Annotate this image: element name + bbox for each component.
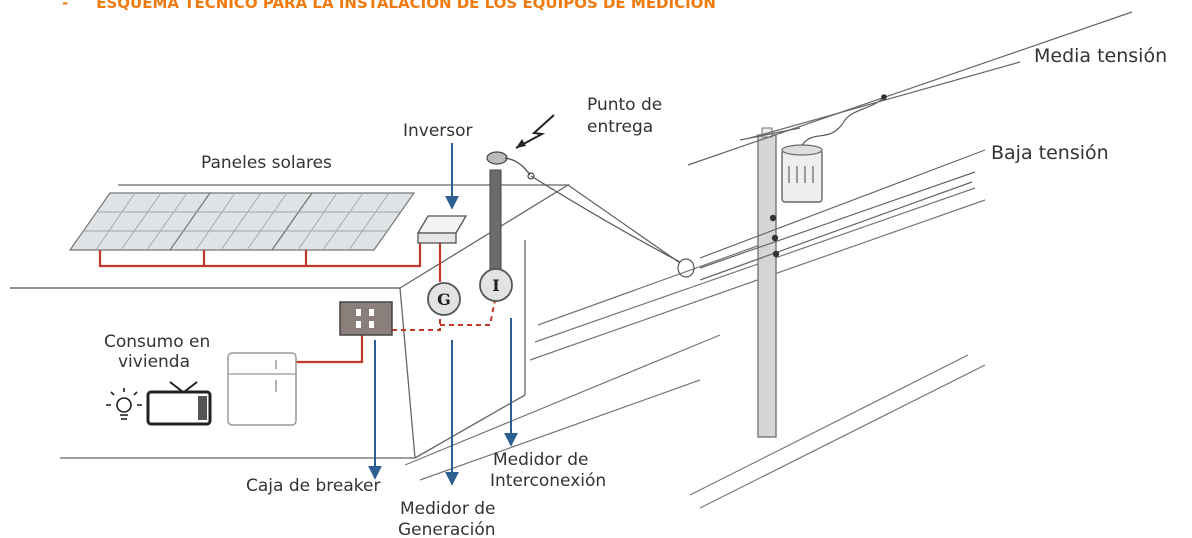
heading-bullet: - bbox=[62, 0, 69, 12]
inverter-box bbox=[416, 215, 468, 244]
solar-panels bbox=[68, 192, 416, 251]
interconnection-meter: I bbox=[479, 268, 513, 302]
label-inversor: Inversor bbox=[403, 121, 473, 141]
label-baja-tension: Baja tensión bbox=[991, 142, 1109, 164]
heading-title: ESQUEMA TÉCNICO PARA LA INSTALACIÓN DE L… bbox=[96, 0, 716, 12]
transformer bbox=[781, 96, 886, 203]
house bbox=[10, 184, 681, 459]
label-medidor-generacion-line1: Medidor de bbox=[400, 499, 495, 519]
breaker-box bbox=[339, 301, 393, 336]
solar-panel bbox=[168, 192, 314, 251]
label-punto-entrega-line2: entrega bbox=[587, 117, 653, 137]
generation-meter: G bbox=[427, 282, 461, 316]
page-heading: - ESQUEMA TÉCNICO PARA LA INSTALACIÓN DE … bbox=[62, 0, 716, 12]
callout-arrows bbox=[368, 143, 518, 486]
label-medidor-generacion-line2: Generación bbox=[398, 520, 496, 538]
label-caja-breaker: Caja de breaker bbox=[246, 476, 380, 496]
meter-wiring-dashed bbox=[392, 299, 496, 331]
label-media-tension: Media tensión bbox=[1034, 45, 1167, 67]
label-medidor-interconexion-line1: Medidor de bbox=[493, 450, 588, 470]
power-lines bbox=[687, 11, 1133, 281]
solar-panel bbox=[270, 192, 416, 251]
panel-wiring bbox=[98, 242, 442, 364]
generation-meter-letter: G bbox=[437, 290, 451, 309]
label-medidor-interconexion-line2: Interconexión bbox=[490, 471, 606, 491]
label-consumo-line2: vivienda bbox=[118, 352, 190, 372]
lightbulb-icon bbox=[106, 388, 142, 420]
interconnection-meter-letter: I bbox=[492, 276, 499, 295]
refrigerator-icon bbox=[227, 352, 297, 426]
lightning-bolt-icon bbox=[515, 114, 555, 149]
line-insulators bbox=[769, 94, 887, 258]
label-paneles-solares: Paneles solares bbox=[201, 153, 332, 173]
label-consumo-line1: Consumo en bbox=[104, 332, 210, 352]
television-icon bbox=[146, 381, 212, 426]
label-punto-entrega-line1: Punto de bbox=[587, 95, 662, 115]
